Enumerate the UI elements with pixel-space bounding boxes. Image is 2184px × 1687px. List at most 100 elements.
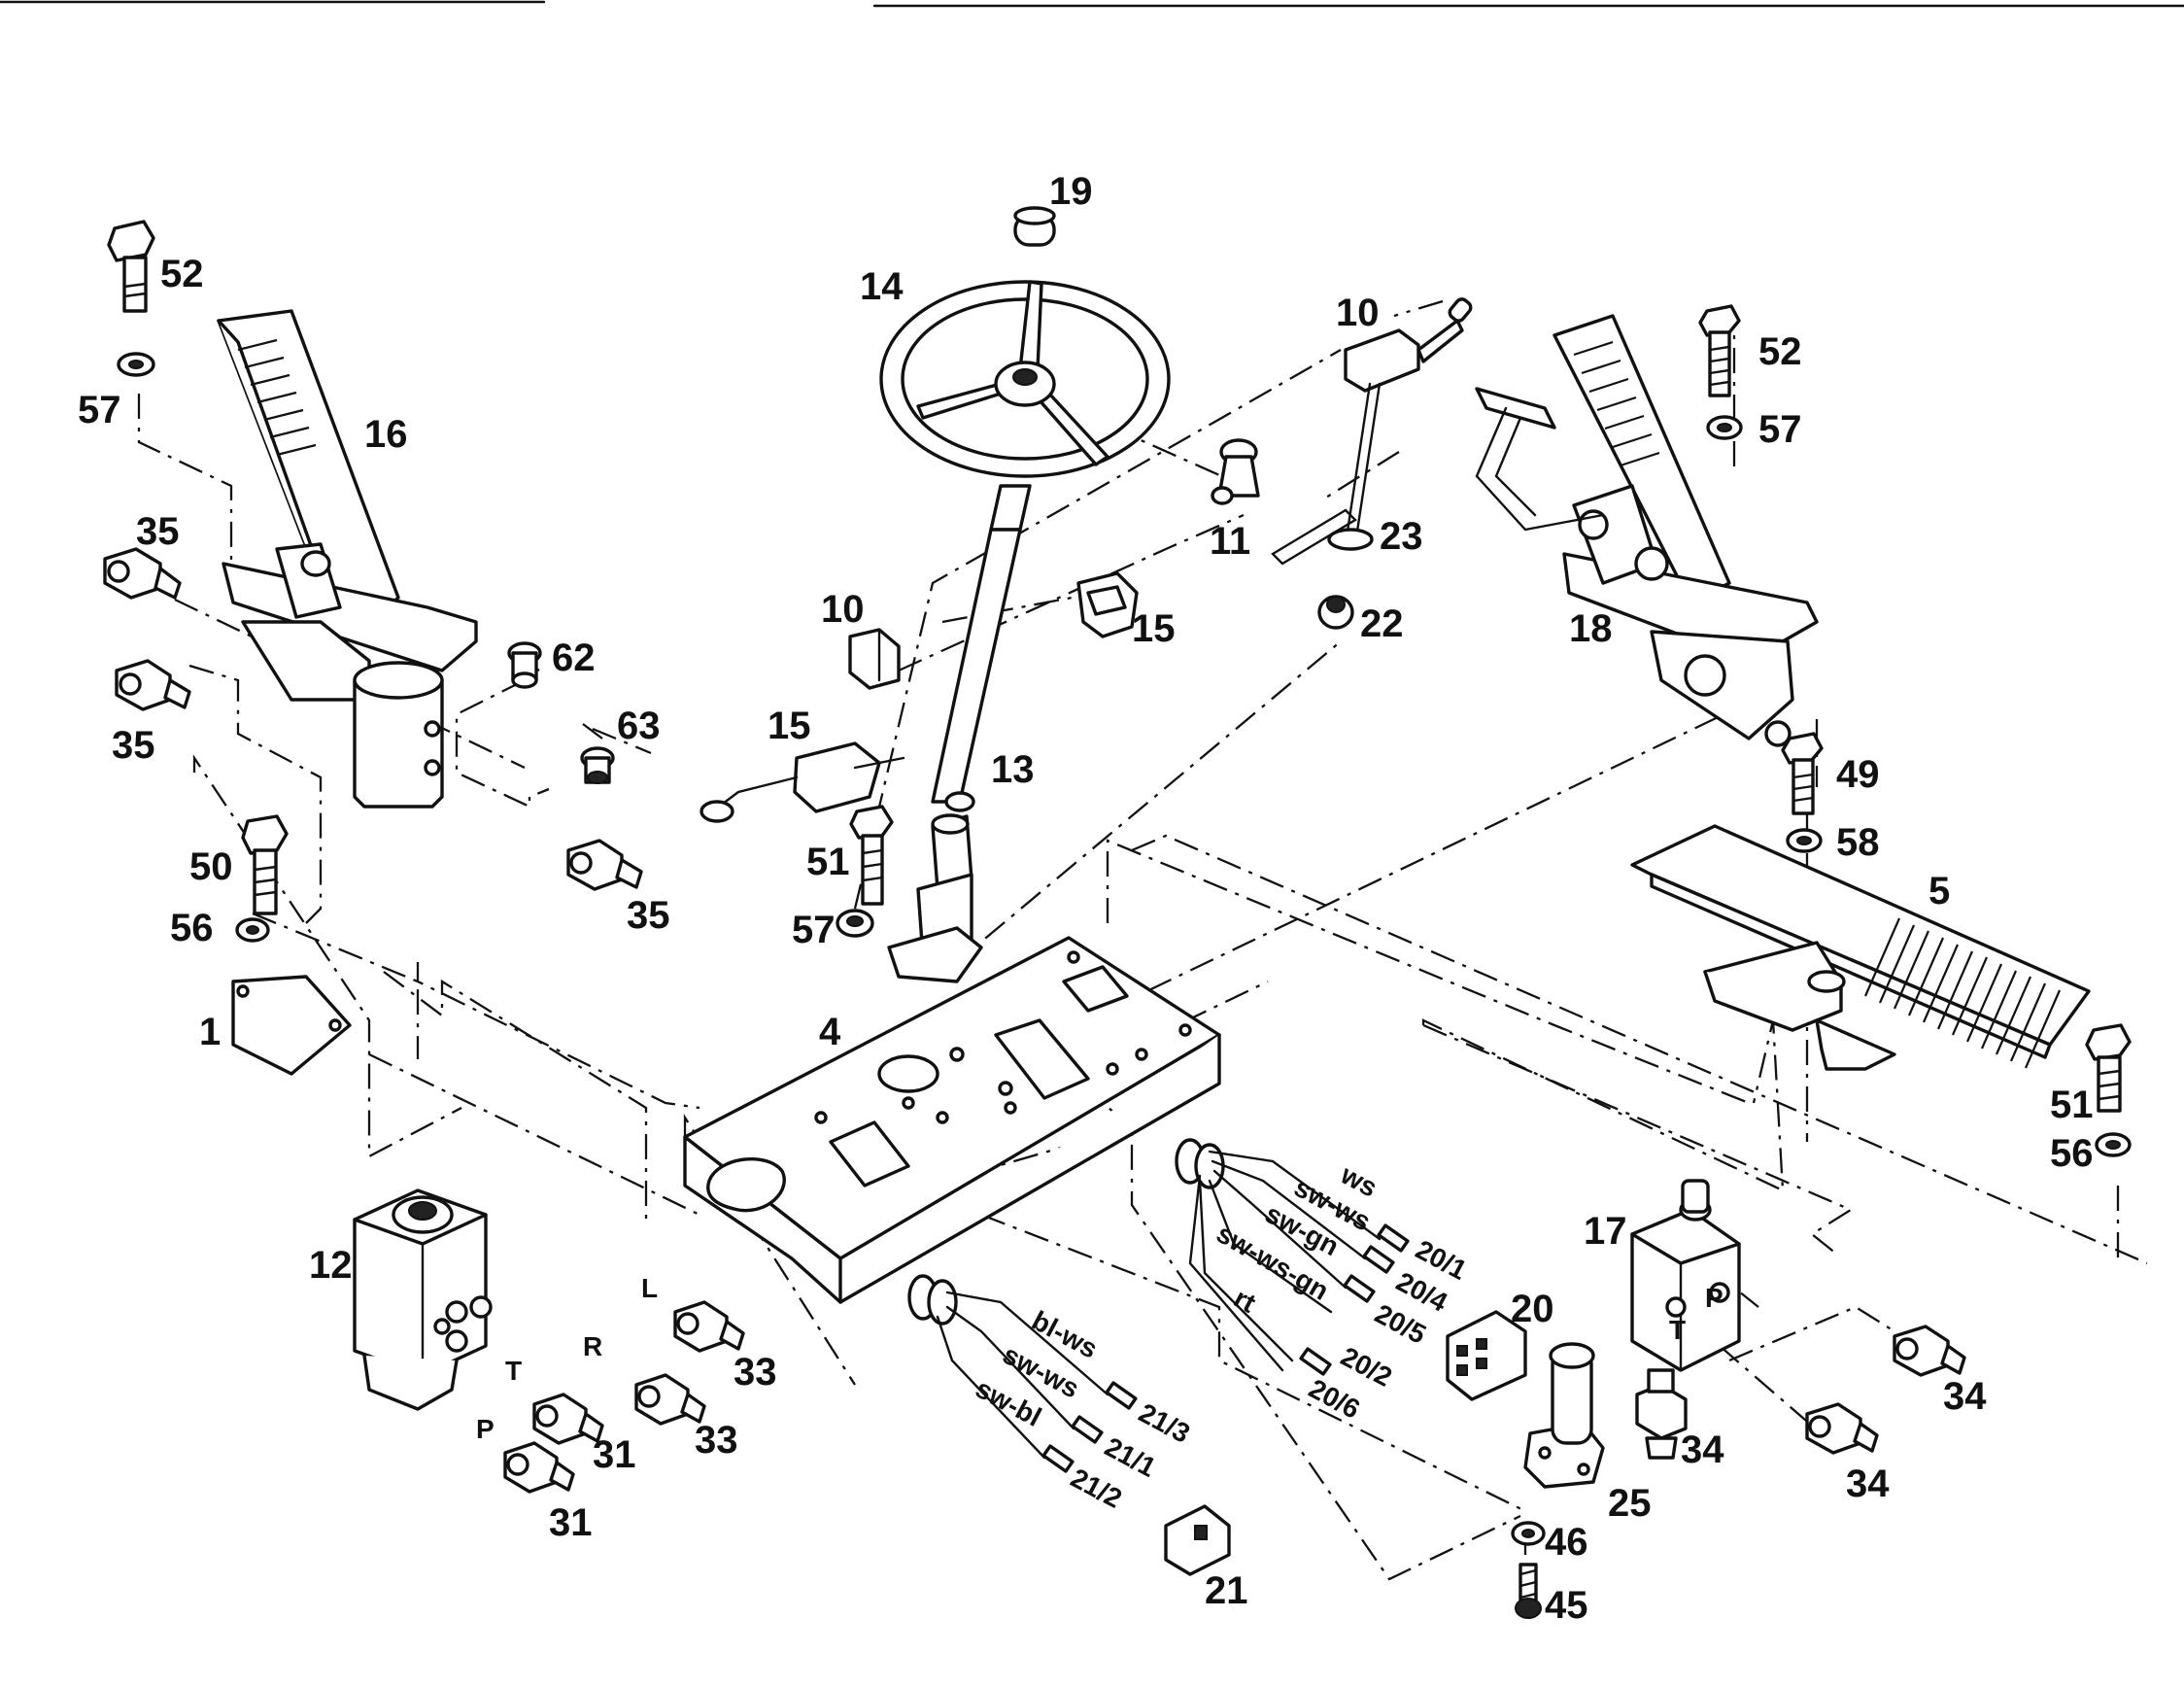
fitting-34-lower-right <box>1805 1402 1879 1455</box>
steering-column <box>931 484 1032 812</box>
bolt-51-right <box>2085 1023 2132 1113</box>
switch-bracket-upper <box>1076 571 1139 638</box>
label-31-upper: 31 <box>593 1433 636 1476</box>
label-18: 18 <box>1569 607 1613 650</box>
plug-63 <box>580 746 615 784</box>
label-23: 23 <box>1380 515 1423 558</box>
washer-57-right <box>1706 415 1743 440</box>
bolt-50 <box>241 814 289 915</box>
horn-cap <box>1013 206 1056 247</box>
conn-21-1: 21/1 <box>1100 1431 1161 1483</box>
bolt-49 <box>1781 732 1824 815</box>
conn-20-2: 20/2 <box>1336 1341 1397 1393</box>
label-33-upper: 33 <box>734 1351 777 1394</box>
label-19: 19 <box>1049 170 1093 213</box>
label-51-center: 51 <box>806 841 850 883</box>
label-16: 16 <box>364 413 408 456</box>
label-4: 4 <box>819 1011 841 1053</box>
label-20: 20 <box>1511 1288 1554 1330</box>
light-switch-upper <box>1344 297 1473 393</box>
conn-21-3: 21/3 <box>1134 1397 1195 1449</box>
label-63: 63 <box>617 705 661 747</box>
floor-plate <box>683 936 1221 1304</box>
port-label-R: R <box>583 1331 602 1361</box>
washer-57-center <box>836 909 874 938</box>
valve-label-T: T <box>1669 1315 1686 1345</box>
label-31-lower: 31 <box>549 1501 593 1544</box>
label-58: 58 <box>1836 821 1880 864</box>
label-46: 46 <box>1545 1521 1588 1564</box>
label-34-lower-right: 34 <box>1846 1463 1890 1505</box>
label-21: 21 <box>1205 1569 1248 1612</box>
pedal-assembly-right <box>1475 314 1819 747</box>
label-11: 11 <box>1210 520 1250 563</box>
label-12: 12 <box>309 1244 353 1287</box>
label-62: 62 <box>552 637 596 679</box>
cover-plate <box>231 975 352 1076</box>
plug-62 <box>507 641 542 689</box>
bolt-51-center <box>849 805 894 906</box>
port-label-T: T <box>505 1356 522 1386</box>
label-57-center: 57 <box>792 909 836 951</box>
spinner-knob <box>1211 438 1260 505</box>
fitting-34-lower-left <box>1635 1368 1688 1460</box>
label-34-upper-right: 34 <box>1943 1375 1987 1418</box>
label-56-right: 56 <box>2050 1132 2094 1175</box>
pedal-grip-ribs <box>237 338 317 457</box>
label-17: 17 <box>1584 1210 1627 1253</box>
steering-valve <box>353 1188 493 1411</box>
label-57-right: 57 <box>1758 408 1802 451</box>
bolt-52-right <box>1698 304 1741 397</box>
conn-21-2: 21/2 <box>1066 1463 1127 1514</box>
label-22: 22 <box>1360 602 1404 645</box>
washer-56-left <box>235 917 270 943</box>
label-14: 14 <box>860 265 904 308</box>
valve-label-P: P <box>1705 1283 1723 1313</box>
accelerator-grip-ribs <box>1863 917 2062 1069</box>
fitting-33-upper <box>673 1300 745 1353</box>
steering-wheel <box>879 280 1171 478</box>
label-35-right: 35 <box>627 894 670 937</box>
fitting-31-upper <box>532 1393 604 1445</box>
connector-21 <box>1164 1504 1231 1576</box>
label-52-right: 52 <box>1758 330 1802 373</box>
screw-45 <box>1515 1563 1542 1619</box>
label-57-left: 57 <box>78 389 121 431</box>
port-label-P: P <box>476 1414 495 1444</box>
label-13: 13 <box>991 748 1035 791</box>
accelerator-pedal <box>1630 824 2091 1071</box>
label-5: 5 <box>1928 870 1950 912</box>
connector-20 <box>1446 1310 1527 1401</box>
label-10-lower: 10 <box>821 588 865 631</box>
fitting-33-lower <box>634 1373 706 1426</box>
label-10-upper: 10 <box>1336 292 1380 334</box>
grommet <box>1317 595 1354 630</box>
fitting-35-right <box>566 839 643 891</box>
port-letters: L R T P T P <box>476 1273 1723 1444</box>
fitting-31-lower <box>503 1441 575 1494</box>
label-25: 25 <box>1608 1482 1652 1525</box>
washer-57-left <box>117 352 155 377</box>
label-15-upper: 15 <box>1132 607 1176 650</box>
part-number-labels: 19 14 10 52 52 57 57 16 11 23 18 35 35 3… <box>78 170 2094 1627</box>
handbrake-knob <box>1523 1342 1605 1489</box>
label-50: 50 <box>189 845 233 888</box>
brake-pedal-left <box>217 309 478 809</box>
fitting-34-upper-right <box>1893 1325 1966 1377</box>
switch-block-lower <box>848 628 901 690</box>
label-51-right: 51 <box>2050 1084 2094 1126</box>
label-34-lower-left: 34 <box>1681 1429 1724 1471</box>
label-1: 1 <box>199 1011 221 1053</box>
wire-harness-21 <box>907 1274 1138 1473</box>
fitting-35-upper <box>103 547 182 600</box>
label-35-lower: 35 <box>112 724 155 767</box>
column-bracket <box>887 813 983 983</box>
label-49: 49 <box>1836 753 1880 796</box>
label-52-left: 52 <box>160 253 204 295</box>
pedal-grip-ribs-right <box>1573 340 1660 467</box>
label-35-upper: 35 <box>136 510 180 553</box>
indicator-switch <box>700 741 905 823</box>
linkage-rod <box>1271 382 1382 566</box>
washer-46 <box>1511 1521 1546 1546</box>
